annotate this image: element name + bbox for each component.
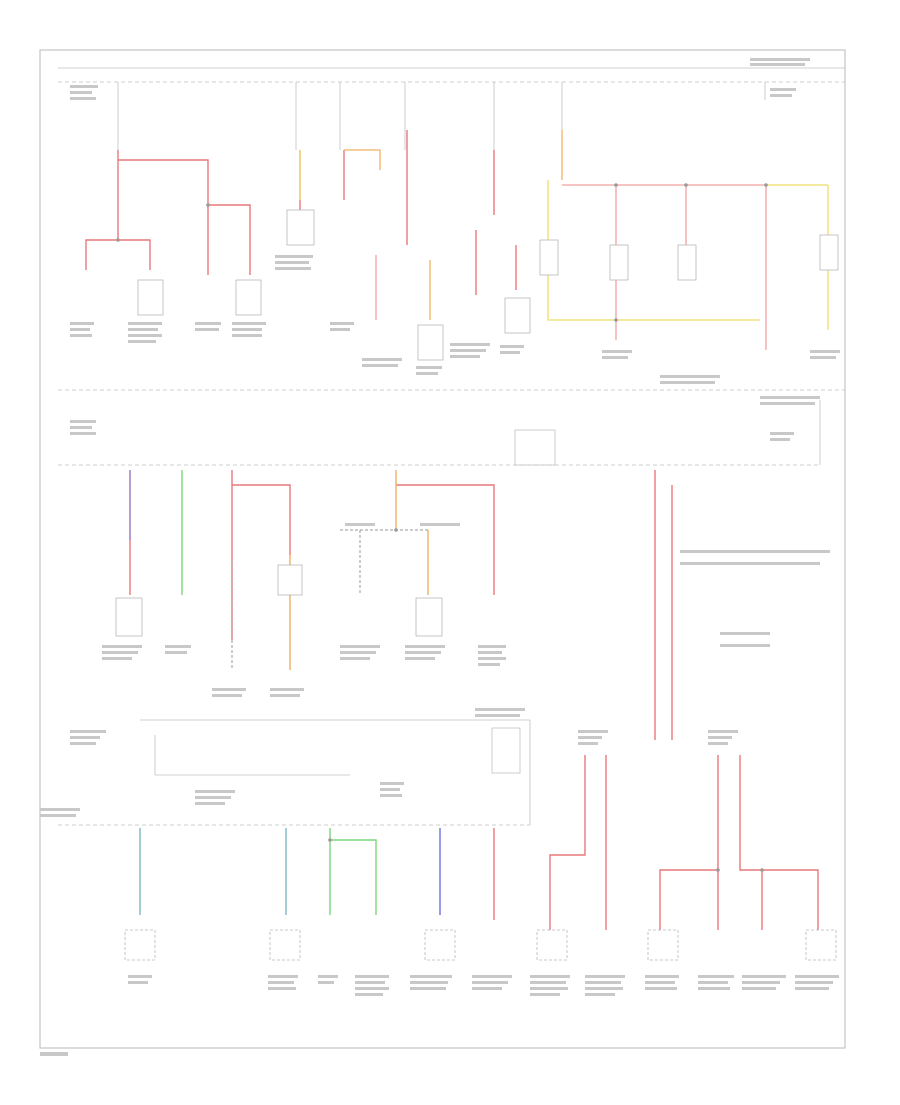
top-bus-drops — [117, 82, 766, 150]
middle-components — [115, 564, 443, 637]
diagram-frame — [39, 49, 846, 1049]
top-components — [137, 209, 839, 361]
middle-fuse-box — [58, 400, 821, 466]
top-fuse-box — [58, 67, 845, 391]
top-labels — [70, 58, 840, 384]
wire-yellow-top — [299, 150, 829, 330]
wire-teal-bottom — [139, 828, 287, 915]
wire-green-bottom — [329, 828, 377, 915]
bottom-fuse-box — [58, 719, 531, 826]
wire-orange-mid — [289, 470, 429, 670]
wire-orange-top — [344, 130, 563, 320]
bottom-labels — [40, 708, 839, 1056]
wire-gray-mid — [231, 529, 430, 670]
middle-labels — [70, 396, 830, 697]
wire-red-mid — [129, 470, 673, 740]
bottom-components — [124, 929, 837, 961]
wire-red-bottom — [493, 755, 819, 930]
connector-dots — [116, 183, 768, 872]
